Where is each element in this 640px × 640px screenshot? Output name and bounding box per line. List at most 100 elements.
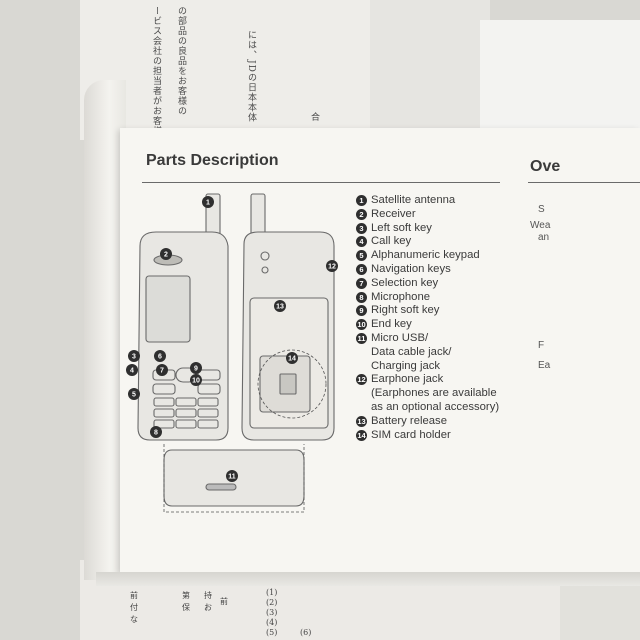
svg-text:12: 12 bbox=[328, 264, 336, 271]
background-jp-char: 第 bbox=[182, 590, 190, 601]
background-list-mark: (5) bbox=[266, 628, 277, 637]
part-label: Micro USB/ bbox=[371, 332, 428, 346]
part-label: Alphanumeric keypad bbox=[371, 249, 480, 263]
part-label-continued: (Earphones are available bbox=[356, 387, 556, 401]
background-list-mark: (4) bbox=[266, 618, 277, 627]
part-number-badge: 13 bbox=[356, 416, 367, 427]
part-number-badge: 10 bbox=[356, 319, 367, 330]
svg-text:13: 13 bbox=[276, 304, 284, 311]
part-label: Earphone jack bbox=[371, 373, 443, 387]
svg-text:6: 6 bbox=[158, 354, 162, 361]
part-item: 9 Right soft key bbox=[356, 304, 556, 318]
part-number-badge: 2 bbox=[356, 209, 367, 220]
end-key bbox=[198, 384, 220, 394]
part-label-continued: Data cable jack/ bbox=[356, 346, 556, 360]
part-item: 12 Earphone jack bbox=[356, 373, 556, 387]
booklet-bottom-edge bbox=[96, 572, 640, 586]
part-item: 2 Receiver bbox=[356, 208, 556, 222]
part-item: 10 End key bbox=[356, 318, 556, 332]
part-item: 6 Navigation keys bbox=[356, 263, 556, 277]
parts-list: 1 Satellite antenna 2 Receiver 3 Left soft … bbox=[356, 194, 556, 442]
part-label: Satellite antenna bbox=[371, 194, 455, 208]
svg-text:9: 9 bbox=[194, 366, 198, 373]
part-label: Left soft key bbox=[371, 222, 432, 236]
part-label: Call key bbox=[371, 235, 411, 249]
background-list-mark: (1) bbox=[266, 588, 277, 597]
part-item: 4 Call key bbox=[356, 235, 556, 249]
callout-14: 14 bbox=[286, 352, 298, 364]
background-list-mark: (6) bbox=[300, 628, 311, 637]
callout-5: 5 bbox=[128, 388, 140, 400]
part-item: 3 Left soft key bbox=[356, 222, 556, 236]
part-label: Microphone bbox=[371, 291, 430, 305]
svg-text:3: 3 bbox=[132, 354, 136, 361]
svg-text:14: 14 bbox=[288, 356, 296, 363]
part-item: 8 Microphone bbox=[356, 291, 556, 305]
part-number-badge: 5 bbox=[356, 250, 367, 261]
part-number-badge: 3 bbox=[356, 223, 367, 234]
callout-8: 8 bbox=[150, 426, 162, 438]
callout-2: 2 bbox=[160, 248, 172, 260]
svg-text:8: 8 bbox=[154, 430, 158, 437]
part-item: 13 Battery release bbox=[356, 415, 556, 429]
part-number-badge: 4 bbox=[356, 236, 367, 247]
callout-12: 12 bbox=[326, 260, 338, 272]
manual-page: Parts Description Ove S Wea an F Ea bbox=[120, 128, 640, 572]
callout-10: 10 bbox=[190, 374, 202, 386]
part-label: Selection key bbox=[371, 277, 438, 291]
part-label: End key bbox=[371, 318, 412, 332]
callout-7: 7 bbox=[156, 364, 168, 376]
part-number-badge: 11 bbox=[356, 333, 367, 344]
background-jp-text: の部品の良品をお客様の bbox=[175, 6, 188, 116]
background-jp-char: な bbox=[130, 614, 138, 625]
part-label: Right soft key bbox=[371, 304, 439, 318]
background-jp-char: 付 bbox=[130, 602, 138, 613]
background-jp-char: 前 bbox=[130, 590, 138, 601]
background-document-top-middle bbox=[370, 0, 490, 130]
background-list-mark: (3) bbox=[266, 608, 277, 617]
callout-6: 6 bbox=[154, 350, 166, 362]
next-section-rule bbox=[528, 182, 640, 183]
svg-text:1: 1 bbox=[206, 200, 210, 207]
svg-text:10: 10 bbox=[192, 378, 200, 385]
call-key bbox=[153, 384, 175, 394]
background-jp-char: 持 bbox=[204, 590, 212, 601]
part-label: Battery release bbox=[371, 415, 447, 429]
part-number-badge: 1 bbox=[356, 195, 367, 206]
background-jp-text: 合 bbox=[308, 112, 321, 122]
callout-3: 3 bbox=[128, 350, 140, 362]
background-jp-char: 前 bbox=[220, 596, 228, 607]
part-item: 14 SIM card holder bbox=[356, 429, 556, 443]
part-number-badge: 8 bbox=[356, 292, 367, 303]
svg-text:4: 4 bbox=[130, 368, 134, 375]
svg-text:7: 7 bbox=[160, 368, 164, 375]
svg-text:11: 11 bbox=[228, 474, 236, 481]
part-number-badge: 6 bbox=[356, 264, 367, 275]
part-item: 5 Alphanumeric keypad bbox=[356, 249, 556, 263]
callout-13: 13 bbox=[274, 300, 286, 312]
part-label: Receiver bbox=[371, 208, 416, 222]
callout-1: 1 bbox=[202, 196, 214, 208]
micro-usb-port bbox=[206, 484, 236, 490]
background-document-top-right bbox=[480, 20, 640, 130]
callout-4: 4 bbox=[126, 364, 138, 376]
part-item: 1 Satellite antenna bbox=[356, 194, 556, 208]
phone-diagram: 1 2 3 4 5 6 7 8 9 10 11 12 13 14 bbox=[120, 128, 360, 572]
background-jp-text: には、JDの日本本体 bbox=[245, 30, 258, 123]
part-label: SIM card holder bbox=[371, 429, 451, 443]
part-item: 11 Micro USB/ bbox=[356, 332, 556, 346]
part-number-badge: 7 bbox=[356, 278, 367, 289]
part-number-badge: 12 bbox=[356, 374, 367, 385]
background-jp-char: 保 bbox=[182, 602, 190, 613]
part-number-badge: 14 bbox=[356, 430, 367, 441]
part-label-continued: Charging jack bbox=[356, 360, 556, 374]
svg-text:2: 2 bbox=[164, 252, 168, 259]
svg-text:5: 5 bbox=[132, 392, 136, 399]
part-label: Navigation keys bbox=[371, 263, 451, 277]
phone-screen bbox=[146, 276, 190, 342]
callout-9: 9 bbox=[190, 362, 202, 374]
next-section-title: Ove bbox=[530, 158, 560, 176]
part-item: 7 Selection key bbox=[356, 277, 556, 291]
callout-11: 11 bbox=[226, 470, 238, 482]
part-number-badge: 9 bbox=[356, 305, 367, 316]
